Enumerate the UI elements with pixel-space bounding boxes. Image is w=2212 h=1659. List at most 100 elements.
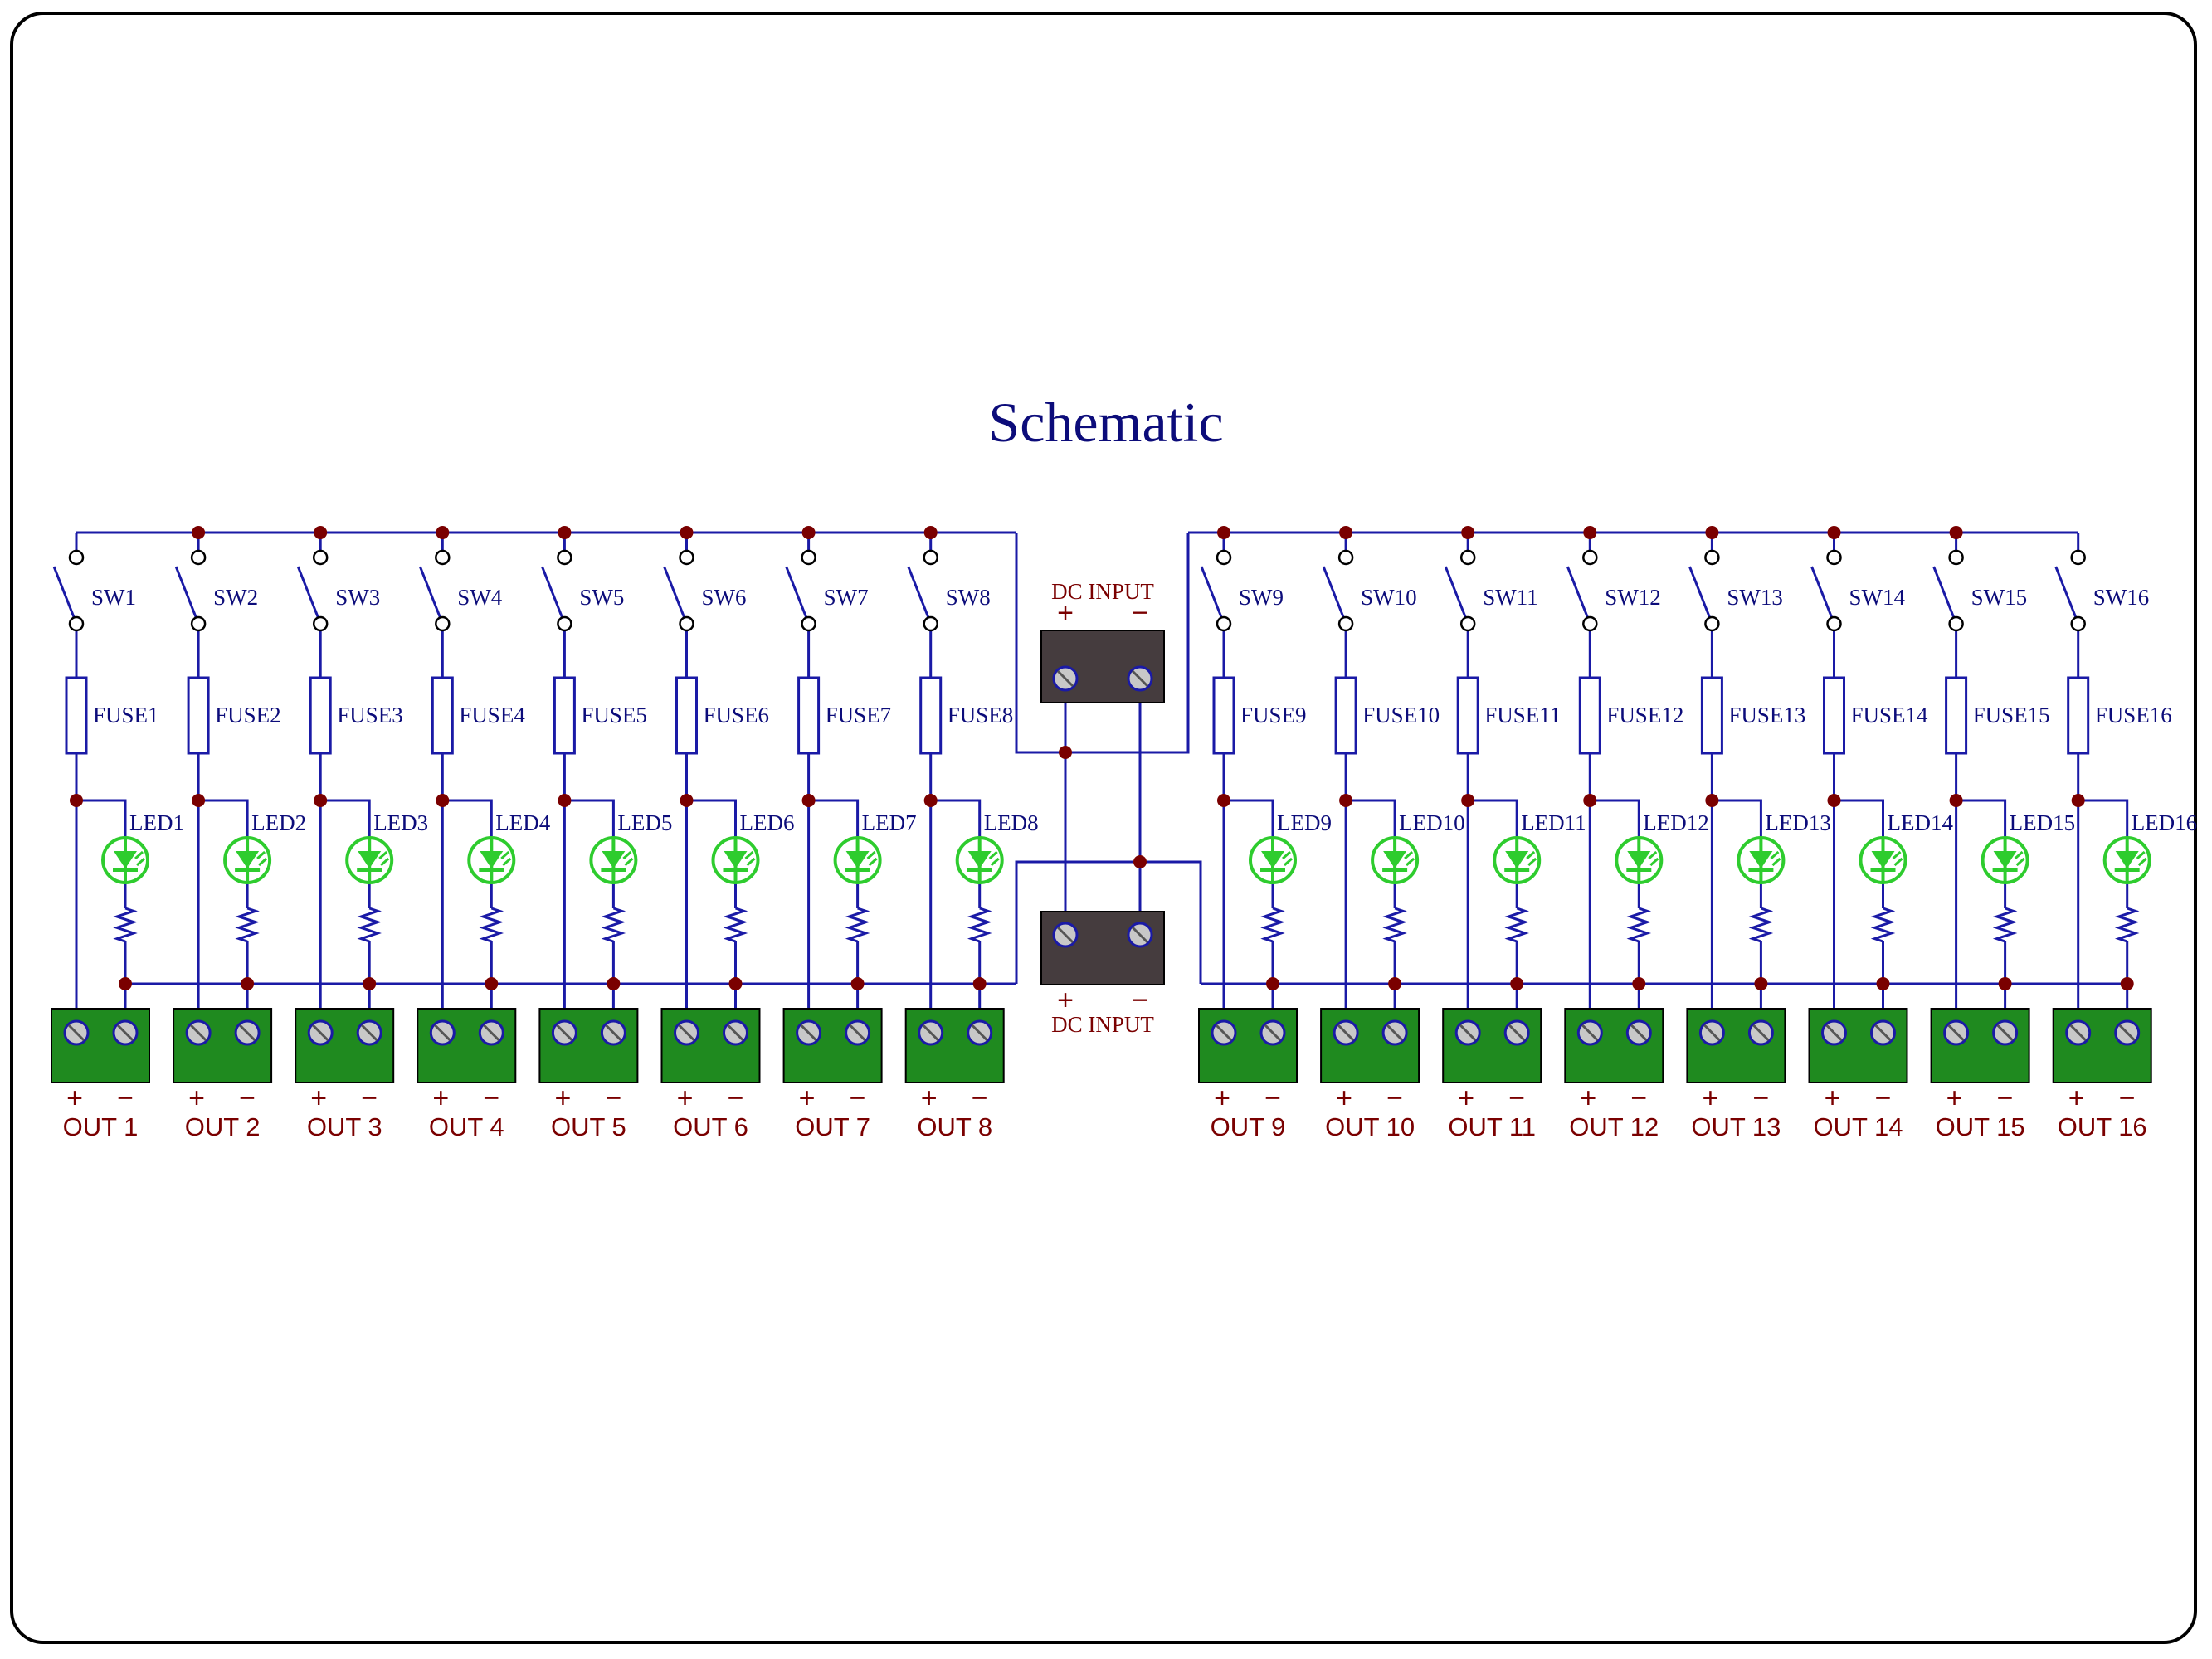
junction-dot bbox=[314, 526, 328, 539]
resistor-icon bbox=[479, 907, 504, 943]
output-terminal-block bbox=[1930, 1008, 2030, 1083]
output-terminal-block bbox=[1686, 1008, 1786, 1083]
junction-dot bbox=[850, 977, 865, 990]
switch-contact bbox=[679, 615, 694, 632]
output-label: OUT 6 bbox=[673, 1112, 748, 1141]
screw-slot bbox=[1215, 1024, 1233, 1042]
led-branch bbox=[930, 799, 982, 838]
output-label: OUT 11 bbox=[1448, 1112, 1536, 1141]
junction-dot bbox=[70, 794, 83, 807]
junction-dot bbox=[119, 977, 132, 990]
terminal-plus-label: + bbox=[1580, 1082, 1596, 1114]
junction-dot bbox=[1217, 794, 1230, 807]
led-label: LED7 bbox=[862, 810, 917, 835]
switch-contact bbox=[2070, 615, 2086, 632]
led-label: LED2 bbox=[251, 810, 306, 835]
output-label: OUT 13 bbox=[1691, 1112, 1781, 1141]
output-terminal-block bbox=[538, 1008, 639, 1083]
output-label: OUT 1 bbox=[63, 1112, 139, 1141]
junction-dot bbox=[1339, 794, 1353, 807]
junction-dot bbox=[558, 794, 572, 807]
screw-slot bbox=[1056, 669, 1074, 688]
switch-contact bbox=[2070, 549, 2086, 566]
led-label: LED4 bbox=[495, 810, 550, 835]
junction-dot bbox=[192, 794, 206, 807]
dc-plus-label-top: + bbox=[1057, 597, 1074, 629]
led-label: LED15 bbox=[2010, 810, 2075, 835]
led-ray bbox=[2014, 850, 2024, 860]
resistor-icon bbox=[1504, 907, 1529, 943]
junction-dot bbox=[1827, 794, 1841, 807]
led-ray bbox=[1404, 850, 1414, 860]
led-label: LED11 bbox=[1521, 810, 1586, 835]
fuse-icon bbox=[675, 676, 698, 755]
screw-slot bbox=[1996, 1024, 2014, 1042]
screw-slot bbox=[1459, 1024, 1477, 1042]
switch-label: SW1 bbox=[91, 585, 136, 610]
screw-slot bbox=[1264, 1024, 1282, 1042]
junction-dot bbox=[1949, 794, 1963, 807]
switch-contact bbox=[1948, 549, 1964, 566]
screw-slot bbox=[1581, 1024, 1599, 1042]
terminal-minus-label: − bbox=[605, 1082, 621, 1114]
fuse-icon bbox=[1212, 676, 1235, 755]
junction-dot bbox=[801, 794, 816, 807]
led-ray bbox=[256, 850, 266, 860]
terminal-minus-label: − bbox=[117, 1082, 134, 1114]
terminal-plus-label: + bbox=[554, 1082, 571, 1114]
terminal-plus-label: + bbox=[799, 1082, 816, 1114]
led-branch bbox=[1590, 799, 1640, 838]
terminal-plus-label: + bbox=[1946, 1082, 1963, 1114]
dc-negative-link bbox=[1015, 860, 1202, 984]
output-label: OUT 16 bbox=[2058, 1112, 2147, 1141]
junction-dot bbox=[680, 794, 694, 807]
screw-slot bbox=[1337, 1024, 1355, 1042]
junction-dot bbox=[1632, 977, 1646, 990]
led-ray bbox=[866, 850, 876, 860]
led-ray bbox=[378, 850, 388, 860]
switch-contact bbox=[190, 549, 207, 566]
switch-contact bbox=[679, 549, 694, 566]
led-label: LED6 bbox=[740, 810, 795, 835]
junction-dot bbox=[1388, 977, 1402, 990]
switch-lever bbox=[1810, 566, 1833, 618]
switch-contact bbox=[312, 549, 329, 566]
screw-slot bbox=[1703, 1024, 1721, 1042]
resistor-icon bbox=[1260, 907, 1285, 943]
led-branch bbox=[1956, 799, 2007, 838]
output-terminal-block bbox=[295, 1008, 395, 1083]
resistor-icon bbox=[845, 907, 870, 943]
led-branch bbox=[1224, 799, 1274, 838]
screw-slot bbox=[2069, 1024, 2087, 1042]
fuse-icon bbox=[1578, 676, 1601, 755]
output-label: OUT 4 bbox=[429, 1112, 504, 1141]
screw-slot bbox=[1386, 1024, 1404, 1042]
dc-minus-label-top: − bbox=[1132, 597, 1148, 629]
resistor-icon bbox=[1870, 907, 1896, 943]
output-label: OUT 3 bbox=[307, 1112, 382, 1141]
led-label: LED14 bbox=[1888, 810, 1954, 835]
led-ray bbox=[258, 857, 268, 867]
junction-dot bbox=[1461, 526, 1475, 539]
screw-slot bbox=[312, 1024, 329, 1042]
fuse-icon bbox=[919, 676, 943, 755]
output-label: OUT 5 bbox=[551, 1112, 626, 1141]
led-label: LED16 bbox=[2132, 810, 2197, 835]
terminal-minus-label: − bbox=[361, 1082, 378, 1114]
switch-lever bbox=[1200, 566, 1223, 618]
screw-slot bbox=[1131, 669, 1149, 688]
switch-lever bbox=[1444, 566, 1467, 618]
switch-lever bbox=[52, 566, 76, 618]
junction-dot bbox=[1133, 855, 1147, 868]
terminal-plus-label: + bbox=[1825, 1082, 1841, 1114]
screw-slot bbox=[1630, 1024, 1648, 1042]
screw-slot bbox=[1056, 926, 1074, 944]
switch-contact bbox=[923, 549, 938, 566]
switch-label: SW16 bbox=[2093, 585, 2150, 610]
switch-lever bbox=[541, 566, 563, 618]
switch-label: SW5 bbox=[579, 585, 624, 610]
switch-label: SW8 bbox=[946, 585, 991, 610]
junction-dot bbox=[1583, 794, 1597, 807]
